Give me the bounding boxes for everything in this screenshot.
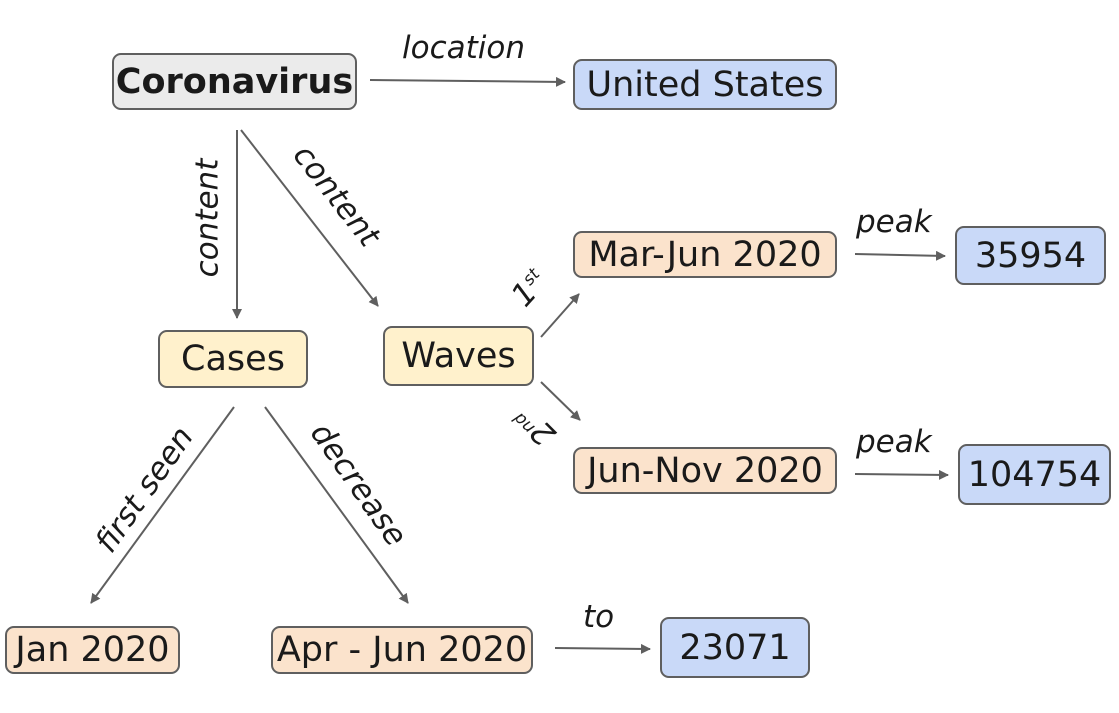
node-mar-jun-2020: Mar-Jun 2020 [573, 231, 837, 278]
edge-label-location: location [402, 30, 526, 66]
edge-label-peak2: peak [856, 424, 932, 460]
node-peak2-value: 104754 [958, 444, 1111, 505]
edge-label-peak1: peak [856, 204, 932, 240]
edge-decrease-arrow [264, 406, 409, 604]
edge-peak2-arrow [854, 469, 949, 480]
edge-first-wave-arrow [540, 293, 580, 338]
edge-to-arrow [554, 643, 651, 654]
node-jun-nov-2020: Jun-Nov 2020 [573, 447, 837, 494]
node-decrease-value: 23071 [660, 617, 810, 678]
node-peak1-value: 35954 [955, 226, 1106, 285]
node-jan-2020: Jan 2020 [5, 626, 180, 674]
edge-label-content-down: content [189, 158, 226, 278]
edge-first-seen-arrow [90, 406, 235, 604]
node-apr-jun-2020: Apr - Jun 2020 [271, 626, 533, 674]
edge-location-arrow [369, 76, 566, 87]
node-waves: Waves [383, 326, 534, 386]
edge-label-to: to [583, 599, 615, 635]
edge-peak1-arrow [854, 250, 946, 261]
node-coronavirus: Coronavirus [112, 53, 357, 110]
node-united-states: United States [573, 59, 837, 110]
edge-second-wave-arrow [540, 381, 581, 421]
node-cases: Cases [158, 330, 308, 388]
edge-content-waves-arrow [240, 129, 379, 307]
